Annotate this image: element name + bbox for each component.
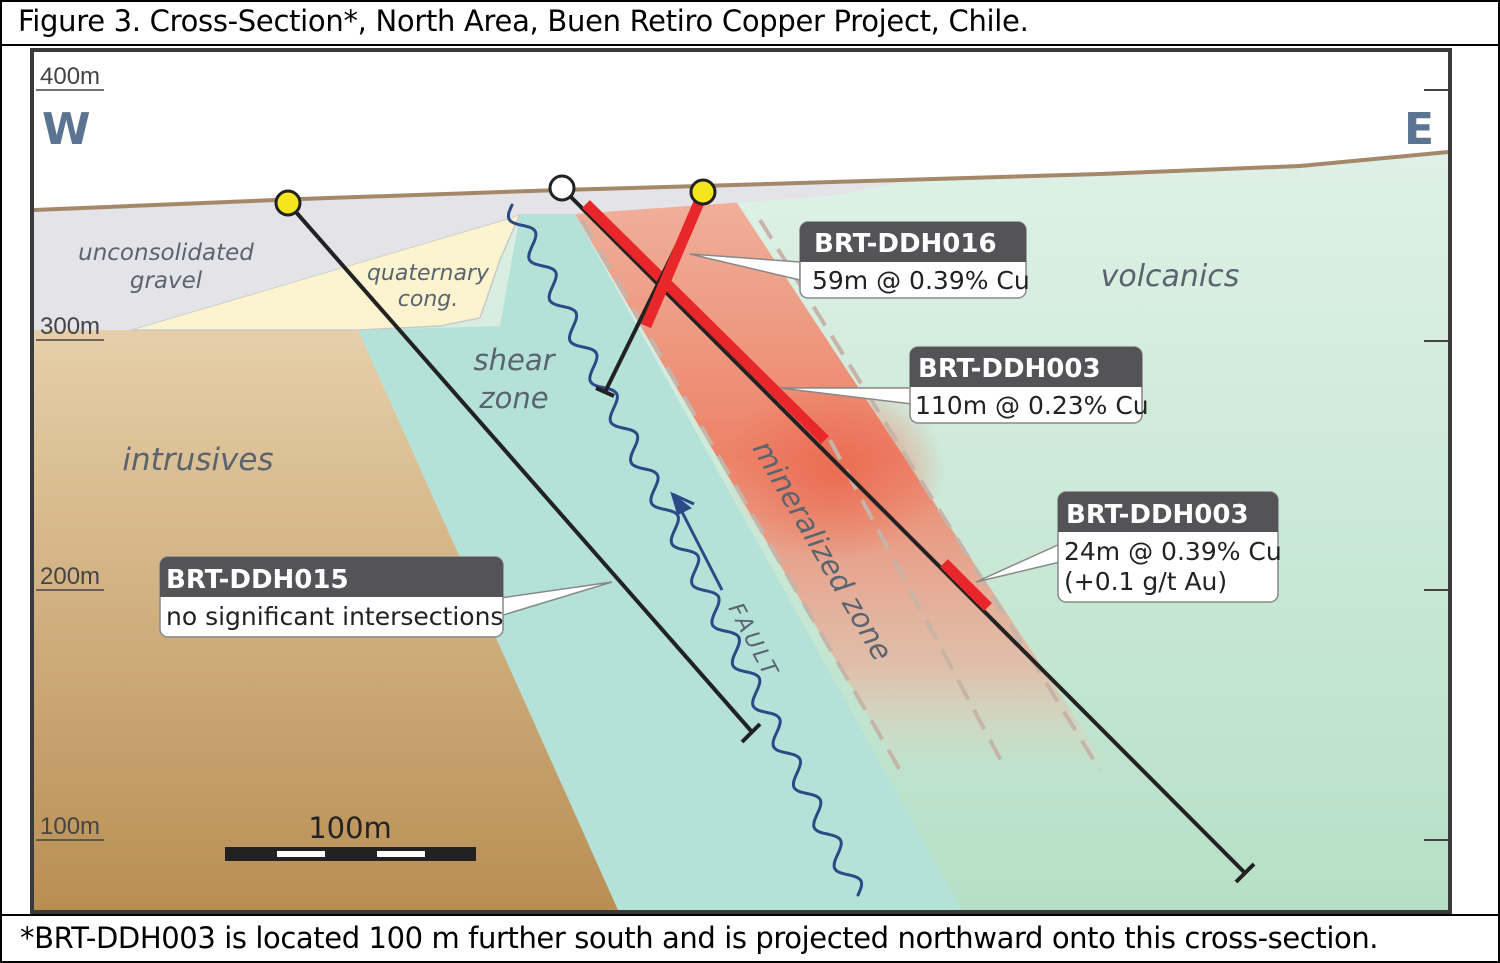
intercept-24m xyxy=(940,559,992,611)
callout-ddh003-lower-hole: BRT-DDH003 xyxy=(1066,500,1249,530)
callout-ddh003-lower-result2: (+0.1 g/t Au) xyxy=(1064,567,1227,596)
intercept-59m xyxy=(640,197,706,329)
drill-hole-ddh015 xyxy=(286,201,762,744)
collar-ddh015 xyxy=(274,189,302,217)
scale-bar: 100m xyxy=(225,811,476,861)
figure-caption: Figure 3. Cross-Section*, North Area, Bu… xyxy=(18,4,1029,38)
gravel-label-2: gravel xyxy=(130,268,203,294)
elev-200: 200m xyxy=(40,563,100,590)
caption-divider xyxy=(0,44,1500,46)
callout-ddh003-upper: BRT-DDH003 110m @ 0.23% Cu xyxy=(779,346,1149,424)
callout-ddh015-result: no significant intersections xyxy=(166,602,503,631)
callout-ddh016: BRT-DDH016 59m @ 0.39% Cu xyxy=(689,221,1030,299)
quaternary-label-1: quaternary xyxy=(367,261,490,286)
callout-ddh016-hole: BRT-DDH016 xyxy=(814,229,997,259)
shear-zone-unit xyxy=(358,214,962,910)
intercept-110m xyxy=(582,200,829,444)
fault-arrow xyxy=(670,491,724,591)
elev-400: 400m xyxy=(40,63,100,90)
collar-ddh016 xyxy=(689,178,717,206)
shear-label-2: zone xyxy=(478,381,548,415)
callout-ddh003-lower-result: 24m @ 0.39% Cu xyxy=(1064,537,1282,566)
volcanics-label: volcanics xyxy=(1101,259,1240,294)
collar-ddh003 xyxy=(548,174,576,202)
footnote-divider xyxy=(0,914,1500,916)
scale-bar-label: 100m xyxy=(308,811,392,845)
callout-ddh015-hole: BRT-DDH015 xyxy=(166,565,349,595)
gravel-unit xyxy=(34,179,920,330)
quaternary-label-2: cong. xyxy=(398,287,458,312)
mineralized-boundaries xyxy=(580,218,1102,772)
callout-ddh016-result: 59m @ 0.39% Cu xyxy=(812,266,1030,295)
callout-ddh003-lower: BRT-DDH003 24m @ 0.39% Cu (+0.1 g/t Au) xyxy=(975,491,1282,603)
shear-label-1: shear xyxy=(473,343,556,377)
drill-hole-ddh016 xyxy=(595,191,706,398)
topography-line xyxy=(34,150,1448,212)
drill-hole-ddh003 xyxy=(560,186,1256,884)
elev-300: 300m xyxy=(40,313,100,340)
fault-trace xyxy=(506,203,864,897)
intrusives-label: intrusives xyxy=(122,442,273,478)
figure-footnote: *BRT-DDH003 is located 100 m further sou… xyxy=(20,921,1379,955)
gravel-label-1: unconsolidated xyxy=(78,240,254,266)
elev-100: 100m xyxy=(40,813,100,840)
west-label: W xyxy=(42,104,91,155)
callout-ddh003-upper-hole: BRT-DDH003 xyxy=(918,354,1101,384)
east-label: E xyxy=(1404,104,1434,155)
callout-ddh003-upper-result: 110m @ 0.23% Cu xyxy=(915,391,1149,420)
callout-ddh015: BRT-DDH015 no significant intersections xyxy=(159,556,613,638)
elevation-axis: 400m 300m 200m 100m xyxy=(36,63,1448,841)
